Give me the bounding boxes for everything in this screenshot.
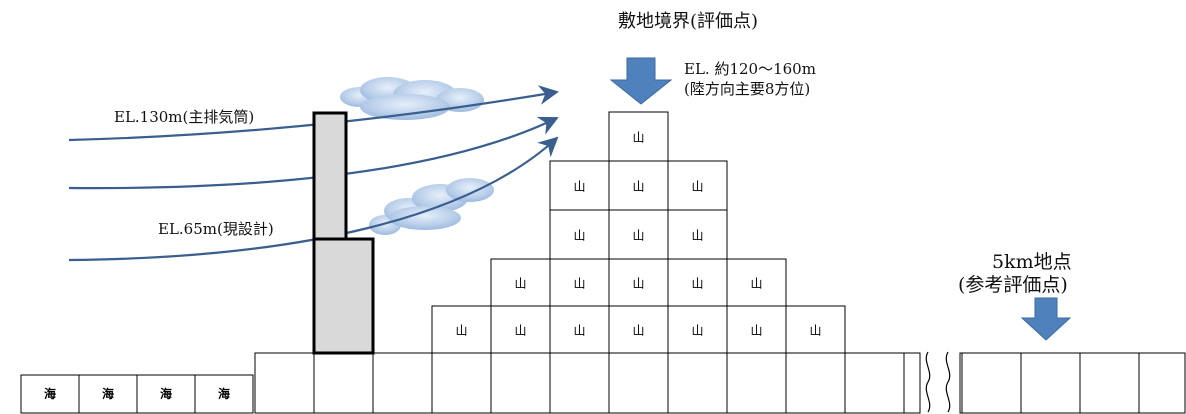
distance-break-mark-right xyxy=(945,351,951,413)
ground-cell xyxy=(961,352,1022,414)
mountain-block xyxy=(667,305,728,354)
ground-cell xyxy=(431,352,492,414)
mountain-block-label: 山 xyxy=(632,131,644,145)
sea-cell-label: 海 xyxy=(218,386,230,401)
mountain-block-label: 山 xyxy=(514,324,526,338)
ground-cell xyxy=(254,352,315,414)
mountain-block-label: 山 xyxy=(632,277,644,291)
mountain-block xyxy=(490,258,551,307)
ground-cell xyxy=(313,352,374,414)
ground-cell xyxy=(490,352,551,414)
mountain-block-label: 山 xyxy=(750,277,762,291)
mountain-block xyxy=(549,305,610,354)
ground-cell xyxy=(667,352,728,414)
ground-row xyxy=(20,352,1186,414)
sea-cell-label: 海 xyxy=(102,386,114,401)
ground-cell xyxy=(1020,352,1081,414)
current-stack-label: EL.65m(現設計) xyxy=(158,220,274,238)
mountain-block-label: 山 xyxy=(809,324,821,338)
reference-down-arrow-icon xyxy=(1020,297,1072,341)
mountain-block xyxy=(608,209,669,260)
sea-labels: 海海海海 xyxy=(44,386,230,401)
ground-cell xyxy=(1079,352,1140,414)
mountain-block xyxy=(549,209,610,260)
mountain-block xyxy=(608,305,669,354)
main-stack-label: EL.130m(主排気筒) xyxy=(114,108,254,126)
mountain-block xyxy=(726,258,787,307)
mountain-block-label: 山 xyxy=(691,180,703,194)
upper-plume-cloud xyxy=(340,77,484,120)
sea-cell xyxy=(20,374,80,414)
ground-cell xyxy=(1138,352,1186,414)
reference-point-title: 5km地点 xyxy=(992,251,1072,273)
mountain-block-label: 山 xyxy=(573,324,585,338)
lower-plume-cloud xyxy=(369,178,494,235)
mountain-block-label: 山 xyxy=(573,229,585,243)
mountain-block-label: 山 xyxy=(691,229,703,243)
mountain-block-label: 山 xyxy=(691,324,703,338)
boundary-directions-label: (陸方向主要8方位) xyxy=(684,80,810,98)
mountain-block xyxy=(608,111,669,162)
mountain-block-label: 山 xyxy=(514,277,526,291)
mountain-block-label: 山 xyxy=(632,180,644,194)
sea-cell-label: 海 xyxy=(44,386,56,401)
ground-cell xyxy=(372,352,433,414)
ground-cell xyxy=(726,352,787,414)
mountain-block xyxy=(667,209,728,260)
mountain-block xyxy=(549,258,610,307)
ground-cell xyxy=(608,352,669,414)
mountain-block-label: 山 xyxy=(573,277,585,291)
mountain-block-label: 山 xyxy=(573,180,585,194)
mountain-block-label: 山 xyxy=(750,324,762,338)
ground-cell xyxy=(785,352,846,414)
boundary-elevation-label: EL. 約120～160m xyxy=(684,60,816,78)
mountain-block xyxy=(785,305,846,354)
plume-arrow-middle xyxy=(68,116,559,190)
ground-cell xyxy=(549,352,610,414)
mountain-block xyxy=(608,258,669,307)
mountain-block xyxy=(490,305,551,354)
mountain-block xyxy=(667,160,728,211)
plume-arrow-low xyxy=(68,136,559,262)
sea-cell xyxy=(194,374,254,414)
mountain-block-label: 山 xyxy=(632,324,644,338)
ground-cell xyxy=(903,352,921,414)
mountain-block-label: 山 xyxy=(455,324,467,338)
current-design-stack xyxy=(312,237,375,355)
mountain-block-label: 山 xyxy=(632,229,644,243)
sea-cell-label: 海 xyxy=(160,386,172,401)
mountain-block-label: 山 xyxy=(691,277,703,291)
distance-break-mark-left xyxy=(925,351,931,413)
page-title: 敷地境界(評価点) xyxy=(618,11,758,32)
sea-cell xyxy=(136,374,196,414)
sea-cell xyxy=(78,374,138,414)
reference-point-subtitle: (参考評価点) xyxy=(958,274,1068,296)
mountain-block xyxy=(431,305,492,354)
mountain-block xyxy=(608,160,669,211)
ground-cell xyxy=(844,352,905,414)
mountain-blocks: 山山山山山山山山山山山山山山山山山山山 xyxy=(431,111,846,354)
boundary-down-arrow-icon xyxy=(609,57,673,105)
